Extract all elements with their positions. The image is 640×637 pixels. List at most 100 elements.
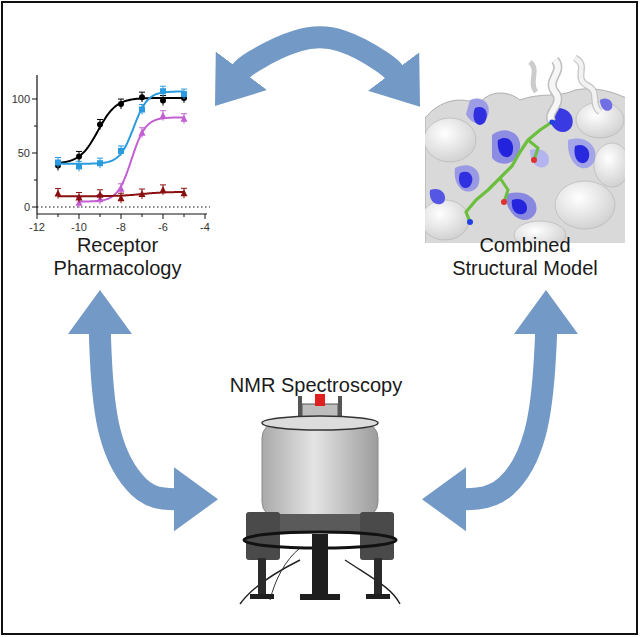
dose-response-chart-part <box>118 99 124 100</box>
dose-response-chart-part <box>139 190 146 197</box>
dose-response-chart-part <box>97 119 103 120</box>
dose-response-chart-part <box>118 145 124 146</box>
dose-response-chart-part <box>163 214 164 219</box>
nmr-spectrometer-part <box>374 558 382 598</box>
protein-surface-part <box>530 149 549 168</box>
dose-response-chart-part <box>160 112 167 119</box>
dose-response-chart-part <box>142 214 143 217</box>
protein-surface-part <box>512 199 527 214</box>
protein-surface-part <box>473 107 486 125</box>
nmr-spectrometer <box>240 394 400 604</box>
dose-response-chart-part <box>118 183 124 184</box>
dose-response-chart-part <box>181 189 188 196</box>
nmr-spectrometer-part <box>240 560 300 604</box>
dose-response-chart-part <box>32 207 37 208</box>
cycle-arrow <box>100 332 176 499</box>
dose-response-chart-part <box>76 153 82 159</box>
cycle-arrow <box>464 332 546 499</box>
protein-surface-part <box>568 138 595 168</box>
dose-response-chart-part <box>181 115 188 122</box>
protein-surface-part <box>501 199 507 205</box>
protein-surface-part <box>594 143 625 187</box>
dose-response-chart-part <box>181 91 187 97</box>
axis-tick-label: -12 <box>22 220 52 234</box>
dose-response-chart-part <box>139 92 145 93</box>
nmr-spectrometer-part <box>300 594 340 600</box>
protein-surface-part <box>425 118 476 162</box>
stage-caption: Combined Structural Model <box>443 234 608 280</box>
dose-response-chart-part <box>118 194 125 201</box>
dose-response-chart-part <box>97 189 103 190</box>
dose-response-chart-part <box>58 98 184 163</box>
nmr-spectrometer-part <box>250 594 274 599</box>
protein-surface-part <box>575 58 600 112</box>
dose-response-chart-part <box>139 107 145 113</box>
dose-response-chart-part <box>160 110 166 111</box>
protein-surface-part <box>505 192 537 219</box>
dose-response-chart-part <box>76 193 83 200</box>
dose-response-chart-part <box>181 89 187 90</box>
dose-response-chart-part <box>55 157 61 158</box>
protein-surface-part <box>550 60 557 122</box>
protein-surface-part <box>455 165 480 191</box>
dose-response-chart-part <box>139 189 145 190</box>
protein-surface-part <box>549 119 554 124</box>
dose-response-chart-part <box>181 188 187 189</box>
dose-response-chart-part <box>118 101 124 107</box>
dose-response-chart-part <box>34 180 37 181</box>
stage-node: NMR Spectroscopy <box>218 370 422 605</box>
stage-caption: NMR Spectroscopy <box>218 374 414 397</box>
dose-response-chart-part <box>97 158 103 159</box>
protein-surface-part <box>466 122 552 222</box>
dose-response-chart-part <box>32 153 37 154</box>
protein-surface-part <box>500 178 508 202</box>
nmr-spectrometer-part <box>345 560 400 604</box>
dose-response-chart-part <box>34 126 37 127</box>
dose-response-chart-part <box>160 88 166 94</box>
protein-surface-part <box>528 140 538 160</box>
axis-tick-label: 0 <box>1 200 30 214</box>
dose-response-chart-part <box>97 191 104 198</box>
dose-response-chart-part <box>118 148 124 154</box>
protein-surface-part <box>425 200 469 240</box>
dose-response-chart-part <box>37 206 210 207</box>
dose-response-chart-part <box>55 190 62 197</box>
protein-surface-part <box>459 172 472 188</box>
dose-response-chart-part <box>58 214 59 217</box>
dose-response-chart-part <box>121 214 122 219</box>
protein-surface-part <box>531 157 537 163</box>
protein-surface-part <box>498 138 513 157</box>
nmr-spectrometer-part <box>338 396 342 418</box>
dose-response-chart-part <box>160 186 167 193</box>
dose-response-chart-part <box>118 193 124 194</box>
protein-surface-part <box>430 189 445 204</box>
dose-response-chart-part <box>118 185 125 192</box>
dose-response-chart-part <box>32 99 37 100</box>
dose-response-chart-part <box>76 151 82 152</box>
cycle-arrow <box>240 37 395 73</box>
nmr-spectrometer-part <box>266 514 374 532</box>
dose-response-chart-part <box>79 117 184 201</box>
axis-tick-label: 50 <box>1 146 30 160</box>
protein-surface-part <box>467 219 473 225</box>
axis-tick-label: -4 <box>190 220 220 234</box>
stage-caption: Receptor Pharmacology <box>43 234 193 280</box>
protein-surface-part <box>575 58 600 112</box>
dose-response-chart-part <box>139 127 145 128</box>
dose-response-chart-part <box>36 75 37 214</box>
dose-response-chart-part <box>160 98 166 104</box>
axis-tick-label: -10 <box>64 220 94 234</box>
dose-response-chart-part <box>97 160 103 166</box>
dose-response-chart-part <box>160 86 166 87</box>
axis-tick-label: -6 <box>148 220 178 234</box>
dose-response-chart-part <box>37 213 207 214</box>
dose-response-chart-part <box>76 161 82 162</box>
protein-surface <box>425 58 625 243</box>
dose-response-chart-part <box>184 214 185 217</box>
protein-surface-part <box>555 181 615 229</box>
dose-response-chart-part <box>76 163 82 169</box>
